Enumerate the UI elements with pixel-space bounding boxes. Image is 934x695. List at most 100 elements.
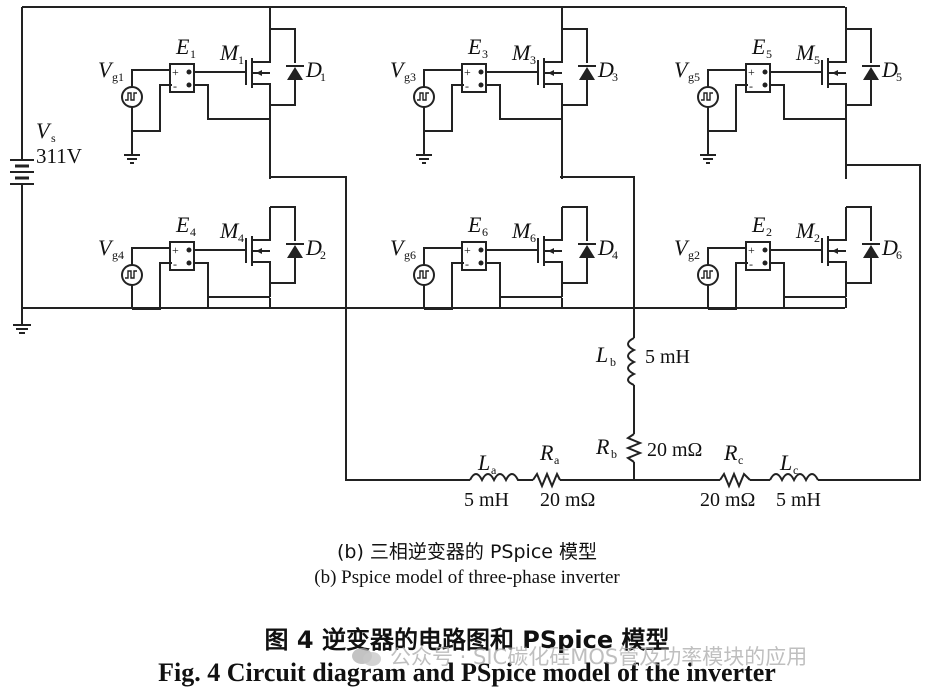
label-d6-symbol: D [881,235,898,260]
lc-symbol: L [779,450,792,475]
label-e5-sub: 5 [766,47,772,61]
source-symbol: V [36,118,52,143]
label-m3-sub: 3 [530,53,536,67]
inductor-lb [627,337,637,386]
subfigure-caption-zh: (b) 三相逆变器的 PSpice 模型 [337,541,597,563]
svg-text:-: - [465,79,469,93]
label-d4-sub: 4 [612,248,618,262]
vcvs-e5 [745,63,771,93]
pulse-source-vg1 [121,86,143,108]
rc-value: 20 mΩ [700,489,755,511]
label-m4-symbol: M [219,218,240,243]
lc-value: 5 mH [776,489,821,511]
ra-sub: a [554,453,560,467]
subfigure-caption-en: (b) Pspice model of three-phase inverter [314,567,620,588]
label-d1-symbol: D [305,57,322,82]
la-sub: a [491,463,497,477]
la-symbol: L [477,450,490,475]
svg-text:-: - [465,257,469,271]
ra-symbol: R [539,440,554,465]
lb-value: 5 mH [645,346,690,368]
diode-d5 [863,67,879,80]
label-vg6-symbol: V [390,235,406,260]
lb-sub: b [610,355,616,369]
label-vg5-symbol: V [674,57,690,82]
label-vg1-sub: g1 [112,70,124,84]
ra-value: 20 mΩ [540,489,595,511]
resistor-ra [532,471,561,489]
label-e3-sub: 3 [482,47,488,61]
svg-text:+: + [464,65,471,79]
la-value: 5 mH [464,489,509,511]
label-e4-sub: 4 [190,225,196,239]
pulse-source-vg5 [697,86,719,108]
watermark: 公众号 · SIC碳化硅MOS管及功率模块的应用 [350,641,807,671]
rc-sub: c [738,453,743,467]
label-d4-symbol: D [597,235,614,260]
lb-symbol: L [595,342,608,367]
svg-text:-: - [749,79,753,93]
label-e1-sub: 1 [190,47,196,61]
label-e6-symbol: E [467,212,482,237]
label-d2-sub: 2 [320,248,326,262]
svg-text:+: + [748,243,755,257]
label-vg2-symbol: V [674,235,690,260]
label-d1-sub: 1 [320,70,326,84]
wechat-icon [352,648,381,666]
label-d3-symbol: D [597,57,614,82]
rb-value: 20 mΩ [647,439,702,461]
label-m3-symbol: M [511,40,532,65]
pulse-source-vg2 [697,264,719,286]
label-e6-sub: 6 [482,225,488,239]
label-e1-symbol: E [175,34,190,59]
vcvs-e2 [745,241,771,271]
label-d2-symbol: D [305,235,322,260]
label-d3-sub: 3 [612,70,618,84]
svg-text:-: - [173,79,177,93]
rb-symbol: R [595,434,610,459]
pulse-source-vg4 [121,264,143,286]
label-vg5-sub: g5 [688,70,700,84]
resistor-rb [625,433,643,463]
diode-d2 [287,245,303,258]
label-m2-sub: 2 [814,231,820,245]
label-m5-symbol: M [795,40,816,65]
label-m1-sub: 1 [238,53,244,67]
figure-caption-en: Fig. 4 Circuit diagram and PSpice model … [158,658,776,687]
inductor-lc [769,473,819,483]
diode-d1 [287,67,303,80]
lc-sub: c [793,463,798,477]
label-vg4-symbol: V [98,235,114,260]
diode-d3 [579,67,595,80]
label-m4-sub: 4 [238,231,244,245]
vcvs-e1 [169,63,195,93]
label-e5-symbol: E [751,34,766,59]
svg-text:+: + [172,65,179,79]
rc-symbol: R [723,440,738,465]
watermark-text: 公众号 · SIC碳化硅MOS管及功率模块的应用 [390,645,808,669]
svg-text:+: + [172,243,179,257]
vcvs-e3 [461,63,487,93]
label-vg4-sub: g4 [112,248,124,262]
figure-caption-zh: 图 4 逆变器的电路图和 PSpice 模型 [264,626,670,654]
dc-source-battery [10,159,34,185]
diode-d4 [579,245,595,258]
label-m5-sub: 5 [814,53,820,67]
diode-d6 [863,245,879,258]
label-m1-symbol: M [219,40,240,65]
label-m6-sub: 6 [530,231,536,245]
label-d5-sub: 5 [896,70,902,84]
vcvs-e6 [461,241,487,271]
label-e2-symbol: E [751,212,766,237]
label-d5-symbol: D [881,57,898,82]
svg-text:+: + [748,65,755,79]
resistor-rc [719,471,751,489]
svg-text:-: - [173,257,177,271]
label-d6-sub: 6 [896,248,902,262]
source-value: 311V [36,144,82,168]
